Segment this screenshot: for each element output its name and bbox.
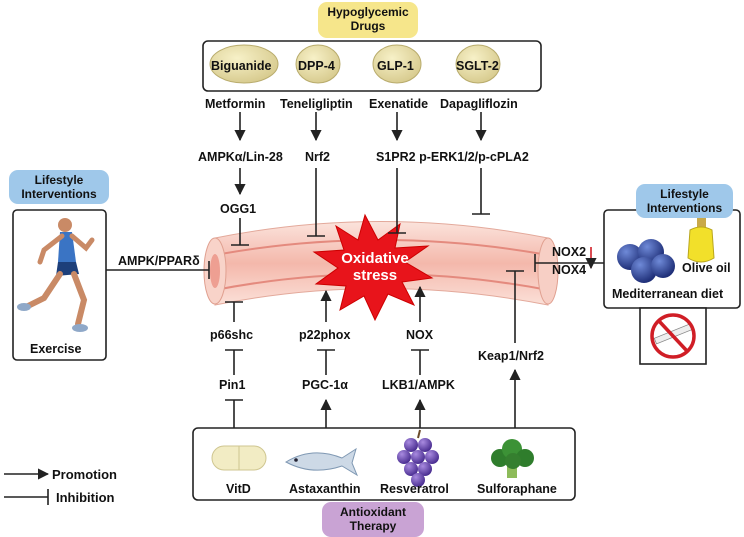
oxidative-stress-line1: Oxidative — [341, 250, 409, 267]
keap1-nrf2-label: Keap1/Nrf2 — [478, 349, 544, 363]
exercise-connector — [106, 261, 210, 279]
nox4-label: NOX4 — [552, 263, 587, 277]
legend-inhibition: Inhibition — [56, 490, 115, 505]
biguanide-pill-icon — [209, 44, 279, 84]
drug-class-glp1: GLP-1 — [377, 59, 414, 73]
target-ampk-lin28: AMPKα/Lin-28 — [198, 150, 283, 164]
right-badge-line2: Interventions — [646, 201, 723, 215]
exercise-label: Exercise — [30, 342, 82, 356]
antioxidant-astaxanthin: Astaxanthin — [289, 482, 361, 496]
drug-classes-box — [202, 40, 542, 92]
pin1-label: Pin1 — [219, 378, 246, 392]
fish-icon — [284, 447, 359, 477]
oxidative-stress-label: Oxidative stress — [326, 250, 424, 284]
blueberries-icon — [617, 239, 675, 283]
drug-metformin: Metformin — [205, 97, 266, 111]
left-lifestyle-badge: Lifestyle Interventions — [9, 170, 109, 204]
antioxidant-badge-line1: Antioxidant — [340, 505, 406, 519]
antioxidant-therapy-badge: Antioxidant Therapy — [322, 502, 424, 537]
lkb1-ampk-label: LKB1/AMPK — [382, 378, 455, 392]
olive-oil-label: Olive oil — [682, 261, 731, 275]
left-badge-line1: Lifestyle — [34, 173, 84, 187]
dpp4-pill-icon — [295, 44, 341, 84]
nox-label: NOX — [406, 328, 434, 342]
grapes-icon — [397, 429, 439, 487]
sglt2-pill-icon — [455, 44, 501, 84]
no-smoking-icon — [650, 313, 696, 359]
antioxidant-vitd: VitD — [226, 482, 251, 496]
olive-oil-icon — [687, 218, 715, 263]
antioxidant-resveratrol: Resveratrol — [380, 482, 449, 496]
diet-connector — [534, 247, 604, 272]
glp1-pill-icon — [372, 44, 422, 84]
legend-lines — [4, 468, 50, 505]
right-lifestyle-badge: Lifestyle Interventions — [636, 184, 733, 218]
nox2-label: NOX2 — [552, 245, 587, 259]
drug-teneligliptin: Teneligliptin — [280, 97, 353, 111]
drug-exenatide: Exenatide — [369, 97, 429, 111]
oxidative-stress-burst — [312, 213, 434, 322]
right-badge-line1: Lifestyle — [660, 187, 709, 201]
target-s1pr2-perk: S1PR2 p-ERK1/2/p-cPLA2 — [376, 150, 529, 164]
antioxidant-badge-line2: Therapy — [349, 519, 397, 533]
drug-dapagliflozin: Dapagliflozin — [440, 97, 518, 111]
target-ogg1: OGG1 — [220, 202, 257, 216]
antioxidants-box — [192, 427, 576, 501]
p66shc-label: p66shc — [210, 328, 254, 342]
drug-class-sglt2: SGLT-2 — [456, 59, 499, 73]
left-badge-line2: Interventions — [21, 187, 97, 201]
ampk-ppard-label: AMPK/PPARδ — [118, 254, 200, 268]
runner-icon — [17, 218, 95, 332]
antioxidant-connectors — [225, 270, 524, 428]
hypoglycemic-drugs-badge: Hypoglycemic Drugs — [318, 2, 418, 38]
antioxidant-sulforaphane: Sulforaphane — [477, 482, 557, 496]
legend-promotion: Promotion — [52, 467, 117, 482]
target-nrf2: Nrf2 — [305, 150, 331, 164]
p22phox-label: p22phox — [299, 328, 351, 342]
broccoli-icon — [491, 439, 534, 478]
mediterranean-diet-label: Mediterranean diet — [612, 287, 724, 301]
drug-connectors — [231, 112, 490, 246]
vitd-capsules-icon — [211, 445, 267, 471]
hypoglycemic-badge-line2: Drugs — [350, 19, 386, 33]
pgc1a-label: PGC-1α — [302, 378, 348, 392]
drug-class-biguanide: Biguanide — [211, 59, 272, 73]
drug-class-dpp4: DPP-4 — [298, 59, 335, 73]
exercise-box — [12, 209, 107, 361]
oxidative-stress-line2: stress — [352, 267, 398, 284]
hypoglycemic-badge-line1: Hypoglycemic — [327, 5, 409, 19]
